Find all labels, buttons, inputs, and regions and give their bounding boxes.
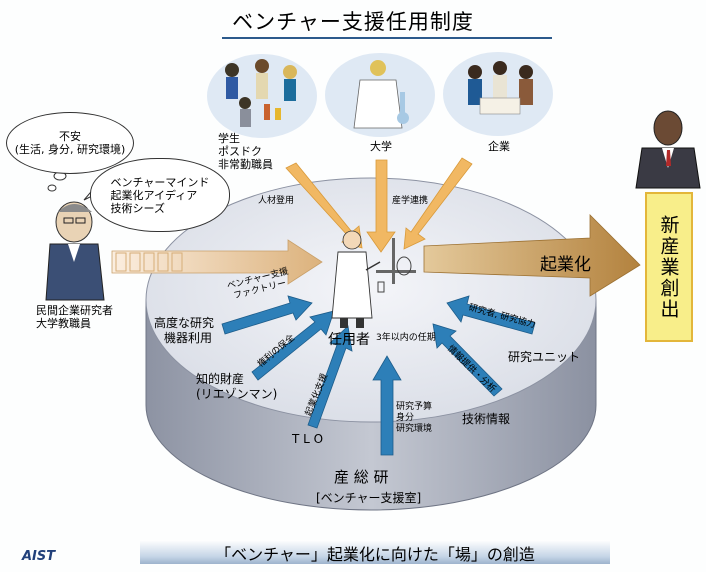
- bottom-arrow-label: 研究予算 身分 研究環境: [396, 402, 432, 435]
- new-business-label: 新産業創出: [657, 214, 680, 320]
- idea-line: 技術シーズ: [110, 201, 165, 215]
- university-illustration: [325, 53, 435, 137]
- arrow-ip: [251, 310, 335, 381]
- recruit-label: 人材登用: [258, 196, 295, 206]
- idea-bubble: ベンチャーマインド 起業化アイディア 技術シーズ: [90, 158, 230, 232]
- university-label: 大学: [370, 140, 392, 153]
- blue-arrows: [221, 295, 536, 456]
- new-business-box: 新産業創出: [645, 192, 693, 342]
- industry-label: 産学連携: [392, 196, 429, 206]
- bottom-arrow-line: 研究予算: [396, 402, 433, 412]
- worry-bubble: 不安 (生活, 身分, 研究環境): [6, 112, 134, 174]
- bottom-arrow-line: 身分: [396, 413, 415, 423]
- arrow-bottom: [372, 355, 402, 456]
- footer-band: [140, 540, 610, 564]
- arrow-from-university: [366, 159, 396, 253]
- aist-label: 産 総 研: [334, 468, 389, 486]
- bottom-arrow-line: 研究環境: [396, 424, 433, 434]
- students-label: 学生 ポスドク 非常勤職員: [218, 132, 273, 171]
- footer-slogan: 「ベンチャー」起業化に向けた「場」の創造: [215, 545, 535, 564]
- aist-office-label: [ベンチャー支援室]: [316, 491, 422, 505]
- tlo-label: T L O: [292, 432, 324, 446]
- arrow-tlo: [307, 325, 353, 429]
- businessman-illustration: [635, 110, 701, 189]
- researcher-label-line: 民間企業研究者: [36, 304, 113, 317]
- page-title: ベンチャー支援任用制度: [232, 10, 474, 34]
- arrow-dashes: [115, 252, 183, 272]
- source-arrows: [285, 157, 473, 253]
- students-label-line: 学生: [218, 132, 240, 145]
- unit-label: 研究ユニット: [508, 350, 581, 364]
- term-label: 3年以内の任期: [376, 333, 436, 343]
- arrow-unit: [446, 295, 536, 335]
- students-illustration: [207, 54, 317, 138]
- arrow-from-researcher: [111, 239, 323, 285]
- equipment-label-line: 機器利用: [164, 331, 213, 345]
- students-label-line: ポスドク: [218, 145, 262, 158]
- business-arrow: [423, 214, 641, 297]
- equipment-label-line: 高度な研究: [154, 316, 215, 330]
- title-underline: [222, 37, 552, 39]
- ip-label-line: (リエゾンマン): [196, 387, 278, 401]
- arrow-from-company: [403, 157, 473, 250]
- arrow-factory: [221, 295, 313, 335]
- company-illustration: [443, 52, 553, 136]
- equipment-label: 高度な研究 機器利用: [154, 316, 214, 346]
- arrow-info: [432, 323, 503, 397]
- idea-line: ベンチャーマインド: [110, 175, 210, 189]
- info-label: 技術情報: [462, 412, 511, 426]
- appointee-label: 任用者: [328, 332, 370, 348]
- researcher-illustration: [45, 201, 105, 301]
- worry-line: (生活, 身分, 研究環境): [14, 143, 126, 156]
- business-label: 起業化: [540, 255, 591, 275]
- disc-top: [145, 177, 597, 423]
- worry-line: 不安: [58, 130, 81, 143]
- ip-label-line: 知的財産: [196, 372, 245, 386]
- idea-line: 起業化アイディア: [110, 188, 198, 202]
- scientist-illustration: [331, 230, 416, 328]
- students-label-line: 非常勤職員: [218, 158, 273, 171]
- company-label: 企業: [488, 140, 510, 153]
- researcher-label-line: 大学教職員: [36, 317, 91, 330]
- researcher-label: 民間企業研究者 大学教職員: [36, 304, 113, 330]
- ip-label: 知的財産 (リエゾンマン): [196, 372, 277, 402]
- aist-logo: AIST: [22, 549, 56, 564]
